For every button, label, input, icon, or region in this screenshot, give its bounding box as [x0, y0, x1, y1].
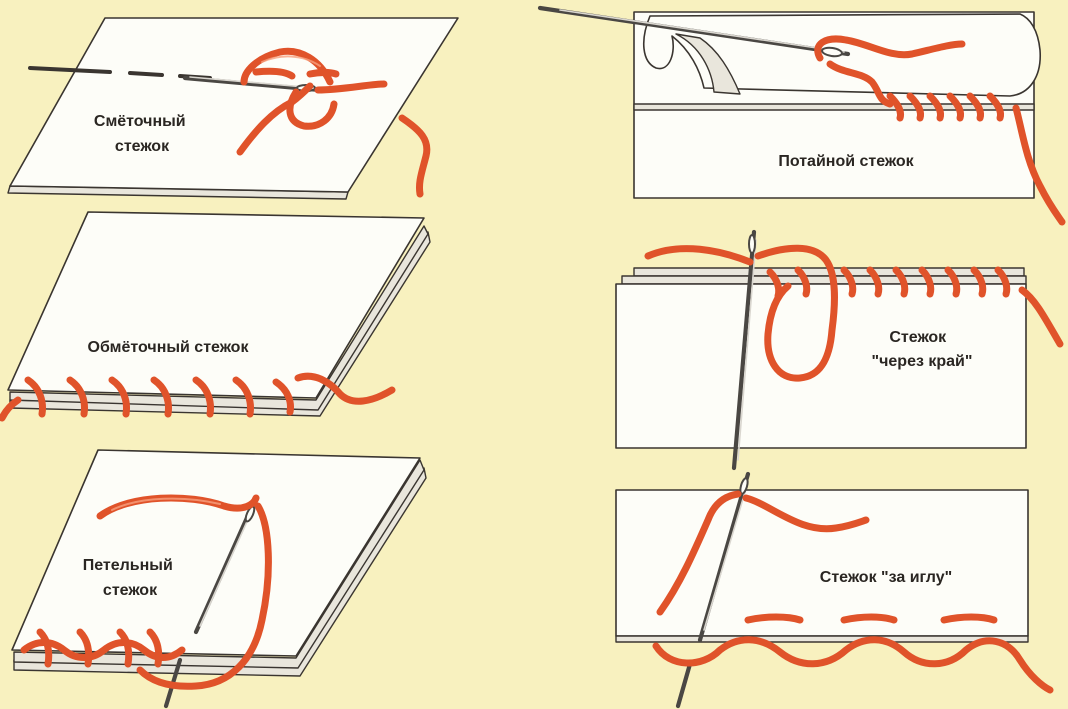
- panel-buttonhole-stitch: Петельный стежок: [11, 449, 427, 709]
- overcast-thread: [0, 372, 396, 422]
- thread: [236, 47, 431, 198]
- label-line: стежок: [103, 582, 158, 599]
- needle: [731, 229, 757, 471]
- blind-thread: [814, 35, 1066, 226]
- backstitch-thread: [652, 490, 1054, 694]
- fabric-sheet: [11, 449, 427, 677]
- label-line: Потайной стежок: [778, 153, 914, 170]
- label-line: Стежок "за иглу": [820, 569, 952, 586]
- buttonhole-thread: [20, 494, 272, 690]
- fabric-sheet: [615, 489, 1029, 643]
- label-line: стежок: [115, 138, 170, 155]
- label-overcast-stitch: Обмёточный стежок: [88, 339, 250, 356]
- panel-basting-stitch: Смёточный стежок: [7, 17, 459, 200]
- label-line: Стежок: [889, 329, 947, 346]
- label-basting-stitch: Смёточный стежок: [94, 113, 190, 155]
- label-line: Обмёточный стежок: [88, 339, 250, 356]
- label-backstitch: Стежок "за иглу": [820, 569, 952, 586]
- panel-backstitch: Стежок "за иглу": [615, 471, 1054, 709]
- panel-over-edge-stitch: Стежок "через край": [615, 229, 1064, 471]
- label-blind-stitch: Потайной стежок: [778, 153, 914, 170]
- fabric-sheet: [633, 11, 1041, 199]
- label-line: Петельный: [83, 557, 173, 574]
- over-edge-thread: [644, 244, 1064, 382]
- fabric-sheet: [7, 17, 459, 200]
- needle: [537, 5, 851, 58]
- label-over-edge-stitch: Стежок "через край": [872, 329, 973, 370]
- label-buttonhole-stitch: Петельный стежок: [83, 557, 178, 599]
- label-line: Смёточный: [94, 113, 186, 130]
- label-line: "через край": [872, 353, 973, 370]
- panel-blind-stitch: Потайной стежок: [537, 5, 1066, 226]
- panel-overcast-stitch: Обмёточный стежок: [0, 211, 431, 422]
- needle: [675, 471, 751, 709]
